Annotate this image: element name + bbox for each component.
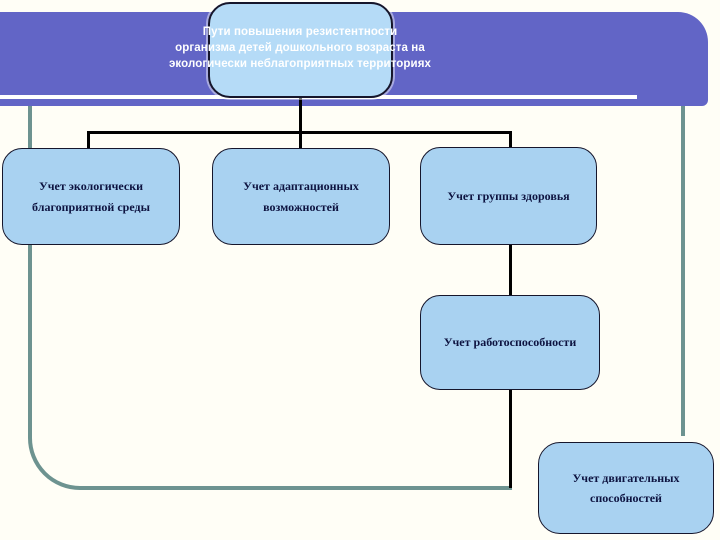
connector-stub-right xyxy=(509,133,512,148)
frame-border xyxy=(28,46,685,490)
connector-stub-left xyxy=(87,133,90,148)
node-work-capacity: Учет работоспособности xyxy=(420,295,600,390)
connector-health-to-work xyxy=(509,244,512,297)
node-eco-environment: Учет экологически благоприятной среды xyxy=(2,148,180,245)
slide-title: Пути повышения резистентности организма … xyxy=(168,26,432,70)
node-adaptation-capabilities: Учет адаптационных возможностей xyxy=(212,148,390,245)
connector-stub-middle xyxy=(299,133,302,148)
connector-work-to-frame xyxy=(509,389,512,488)
node-motor-abilities: Учет двигательных способностей xyxy=(538,442,714,534)
frame-gap-patch-right xyxy=(677,436,689,442)
connector-trunk xyxy=(299,97,302,132)
node-health-group: Учет группы здоровья xyxy=(420,147,597,245)
frame-gap-patch-bottom xyxy=(512,480,538,494)
title-node-box xyxy=(208,2,393,98)
connector-horizontal-bar xyxy=(87,131,512,134)
